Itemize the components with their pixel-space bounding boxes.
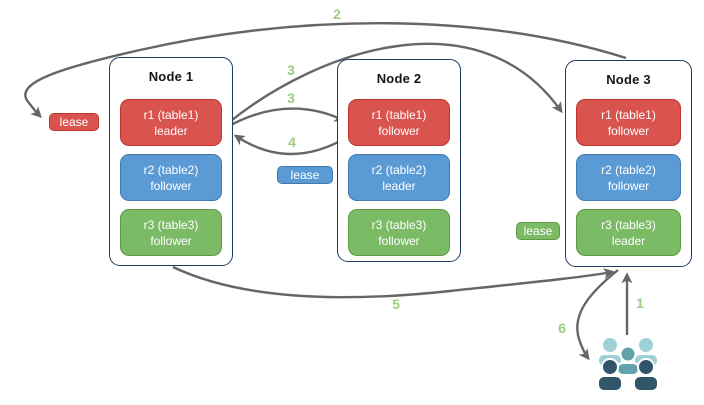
node-2-title: Node 2 <box>376 71 422 86</box>
node-3-range-r2: r2 (table2) follower <box>576 154 681 201</box>
node-1-title: Node 1 <box>148 69 194 84</box>
lease-chip-r1: lease <box>49 113 99 131</box>
range-role: leader <box>154 123 188 138</box>
node-1: Node 1 r1 (table1) leader r2 (table2) fo… <box>109 57 233 266</box>
range-role: follower <box>378 233 420 248</box>
step-label-3b: 3 <box>287 90 295 106</box>
range-label: r1 (table1) <box>371 108 427 122</box>
step-label-3a: 3 <box>287 62 295 78</box>
node-1-range-r1: r1 (table1) leader <box>120 99 222 146</box>
lease-chip-r3: lease <box>516 222 560 240</box>
range-role: leader <box>382 178 416 193</box>
range-role: follower <box>607 178 650 193</box>
node-2-range-r1: r1 (table1) follower <box>348 99 450 146</box>
step-label-2: 2 <box>333 6 341 22</box>
node-1-range-r2: r2 (table2) follower <box>120 154 222 201</box>
range-label: r2 (table2) <box>601 163 656 177</box>
step-label-4: 4 <box>288 134 296 150</box>
step-label-6: 6 <box>558 320 566 336</box>
range-label: r2 (table2) <box>143 163 199 177</box>
range-label: r1 (table1) <box>143 108 199 122</box>
range-role: follower <box>378 123 420 138</box>
range-role: leader <box>611 233 646 248</box>
arrow-step-5 <box>172 265 615 299</box>
node-1-range-r3: r3 (table3) follower <box>120 209 222 256</box>
range-role: follower <box>150 233 192 248</box>
lease-chip-r2: lease <box>277 166 333 184</box>
range-label: r3 (table3) <box>601 218 656 232</box>
node-3-title: Node 3 <box>606 72 651 87</box>
node-2-range-r2: r2 (table2) leader <box>348 154 450 201</box>
step-label-1: 1 <box>636 295 644 311</box>
range-label: r3 (table3) <box>371 218 427 232</box>
range-label: r1 (table1) <box>601 108 656 122</box>
node-2-range-r3: r3 (table3) follower <box>348 209 450 256</box>
users-group-icon <box>597 336 659 392</box>
range-label: r2 (table2) <box>371 163 427 177</box>
range-role: follower <box>607 123 650 138</box>
step-label-5: 5 <box>392 296 400 312</box>
node-2: Node 2 r1 (table1) follower r2 (table2) … <box>337 59 461 262</box>
node-3: Node 3 r1 (table1) follower r2 (table2) … <box>565 60 692 267</box>
range-label: r3 (table3) <box>143 218 199 232</box>
node-3-range-r1: r1 (table1) follower <box>576 99 681 146</box>
arrow-step-3-to-node2 <box>226 107 346 129</box>
node-3-range-r3: r3 (table3) leader <box>576 209 681 256</box>
range-role: follower <box>150 178 192 193</box>
